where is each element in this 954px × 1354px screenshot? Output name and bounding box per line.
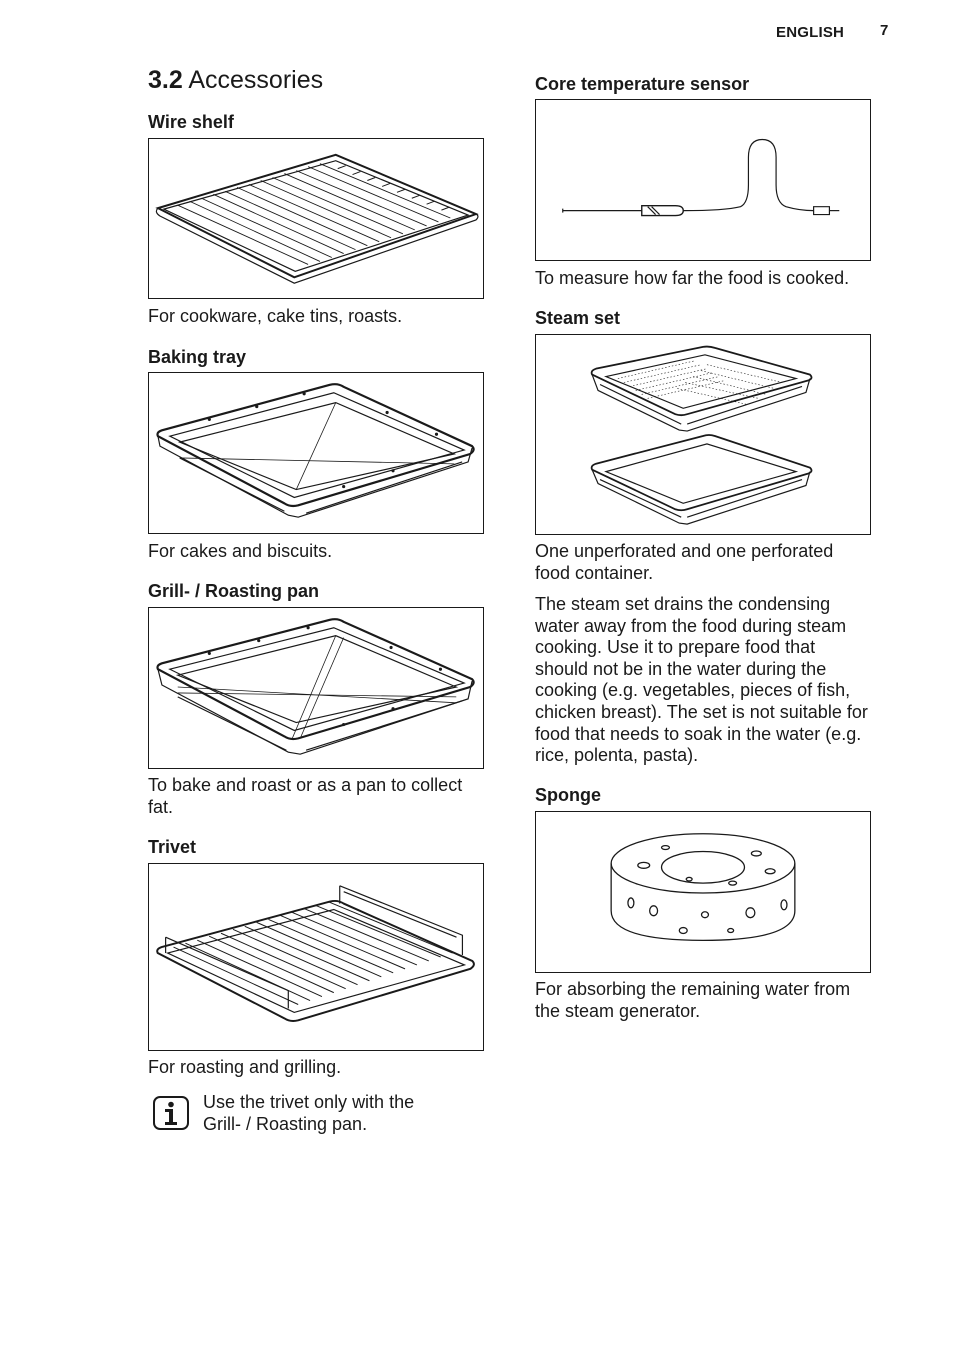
steam-set-heading: Steam set	[535, 308, 621, 328]
steam-set-paragraph: The steam set drains the condensing wate…	[535, 594, 907, 767]
core-sensor-description: To measure how far the food is cooked.	[535, 268, 850, 288]
grill-pan-description-line2: fat.	[148, 797, 174, 817]
header-language: ENGLISH	[776, 24, 845, 41]
wire-shelf-illustration	[155, 153, 479, 284]
steam-set-description-line1: One unperforated and one perforated	[535, 541, 834, 561]
grill-pan-description-line1: To bake and roast or as a pan to collect	[148, 775, 463, 795]
sponge-illustration	[610, 833, 796, 942]
steam-set-illustration	[590, 345, 813, 525]
baking-tray-heading: Baking tray	[148, 347, 247, 367]
section-title-text: Accessories	[188, 66, 324, 94]
steam-set-para-line: cooking. Use it to prepare food that	[535, 637, 816, 658]
core-sensor-heading: Core temperature sensor	[535, 74, 750, 94]
wire-shelf-heading: Wire shelf	[148, 112, 234, 132]
steam-set-para-line: food that needs to soak in the water (e.…	[535, 723, 862, 744]
steam-set-para-line: rice, polenta, pasta).	[535, 745, 699, 766]
section-title: 3.2 Accessories	[148, 66, 323, 95]
steam-set-para-line: should not be in the water during the	[535, 658, 827, 679]
grill-pan-illustration	[156, 618, 475, 755]
sponge-description-line2: the steam generator.	[535, 1001, 701, 1021]
core-sensor-figure	[535, 99, 871, 261]
steam-set-description-line2: food container.	[535, 563, 654, 583]
section-number: 3.2	[148, 66, 183, 94]
sponge-figure	[535, 811, 871, 973]
steam-set-para-line: cooking (e.g. vegetables, pieces of fish…	[535, 680, 851, 701]
grill-pan-figure	[148, 607, 484, 769]
note-line2: Grill- / Roasting pan.	[203, 1114, 368, 1134]
baking-tray-figure	[148, 372, 484, 534]
sponge-description-line1: For absorbing the remaining water from	[535, 979, 851, 999]
trivet-heading: Trivet	[148, 837, 197, 857]
steam-set-para-line: The steam set drains the condensing	[535, 594, 831, 614]
steam-set-para-line: chicken breast). The set is not suitable…	[535, 701, 868, 722]
wire-shelf-figure	[148, 138, 484, 299]
trivet-illustration	[156, 885, 475, 1022]
note-line1: Use the trivet only with the	[203, 1092, 415, 1112]
baking-tray-description: For cakes and biscuits.	[148, 541, 333, 561]
info-icon	[153, 1096, 189, 1130]
trivet-description: For roasting and grilling.	[148, 1057, 342, 1077]
core-sensor-illustration	[562, 138, 840, 217]
grill-pan-heading: Grill- / Roasting pan	[148, 581, 320, 601]
baking-tray-illustration	[156, 383, 475, 518]
sponge-heading: Sponge	[535, 785, 601, 805]
steam-set-para-line: water away from the food during steam	[535, 615, 847, 636]
wire-shelf-description: For cookware, cake tins, roasts.	[148, 306, 403, 326]
trivet-figure	[148, 863, 484, 1051]
steam-set-figure	[535, 334, 871, 535]
page-number: 7	[880, 22, 889, 39]
